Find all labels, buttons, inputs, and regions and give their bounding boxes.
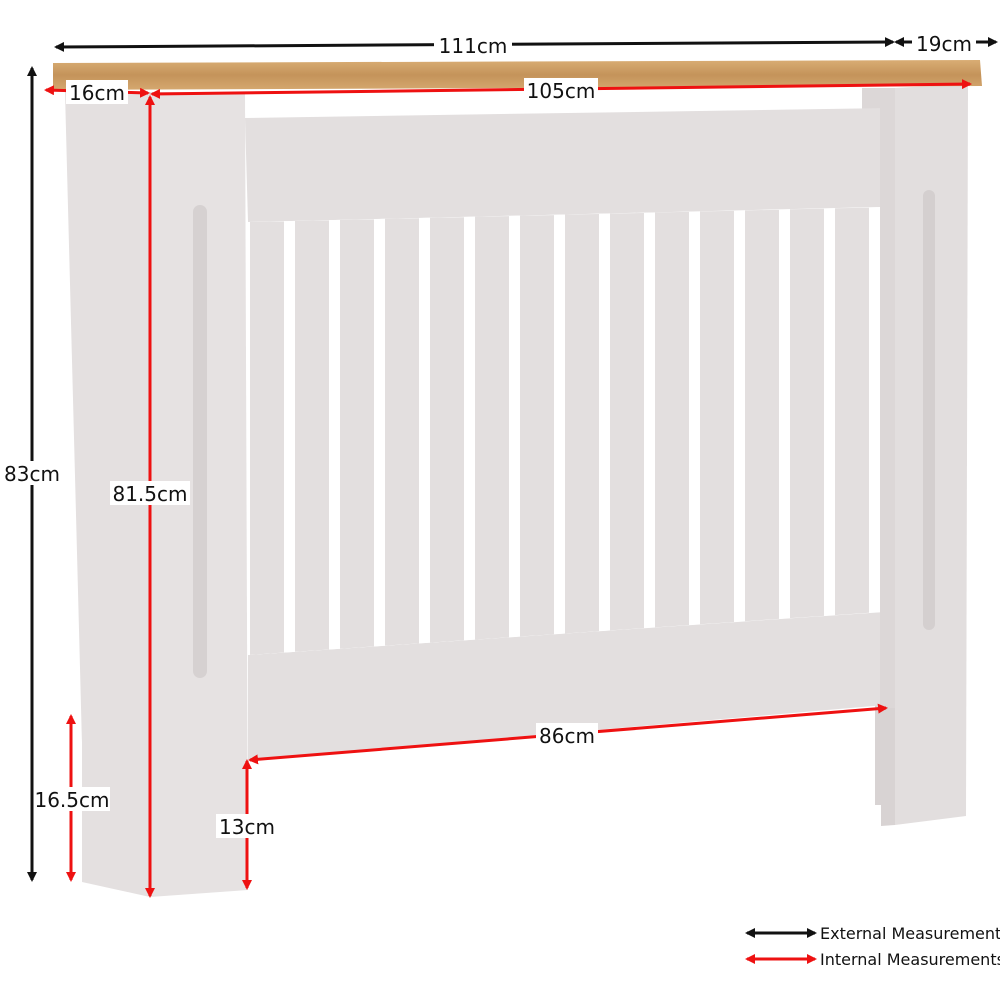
slat [295, 220, 329, 652]
left-side-panel [65, 92, 150, 897]
top-rail [245, 108, 890, 222]
side-depth-label: 16cm [69, 81, 125, 105]
right-front-post [880, 108, 895, 708]
slat [655, 211, 689, 628]
slat [700, 210, 734, 625]
slat [610, 212, 644, 631]
depth-external-label: 19cm [916, 32, 972, 56]
width-internal-label: 105cm [527, 79, 596, 103]
slat [565, 214, 599, 634]
legend-internal-label: Internal Measurements [820, 950, 1000, 969]
slat [385, 218, 419, 646]
right-slot [923, 190, 935, 630]
left-slot [193, 205, 207, 678]
legend-external-label: External Measurements [820, 924, 1000, 943]
opening-width-label: 86cm [539, 724, 595, 748]
slat [835, 207, 869, 616]
slat [430, 217, 464, 643]
width-external-label: 111cm [439, 34, 508, 58]
side-foot-label: 16.5cm [34, 788, 109, 812]
slat [520, 215, 554, 637]
slat-panel [248, 207, 880, 655]
legend: External Measurements Internal Measureme… [745, 924, 1000, 969]
right-leg [875, 700, 895, 826]
height-internal-label: 81.5cm [112, 482, 187, 506]
slat [745, 209, 779, 622]
slat [340, 219, 374, 649]
right-post-top [862, 88, 895, 110]
slat [250, 221, 284, 655]
slat [475, 216, 509, 640]
slat [790, 208, 824, 619]
height-external-label: 83cm [4, 462, 60, 486]
front-foot-label: 13cm [219, 815, 275, 839]
